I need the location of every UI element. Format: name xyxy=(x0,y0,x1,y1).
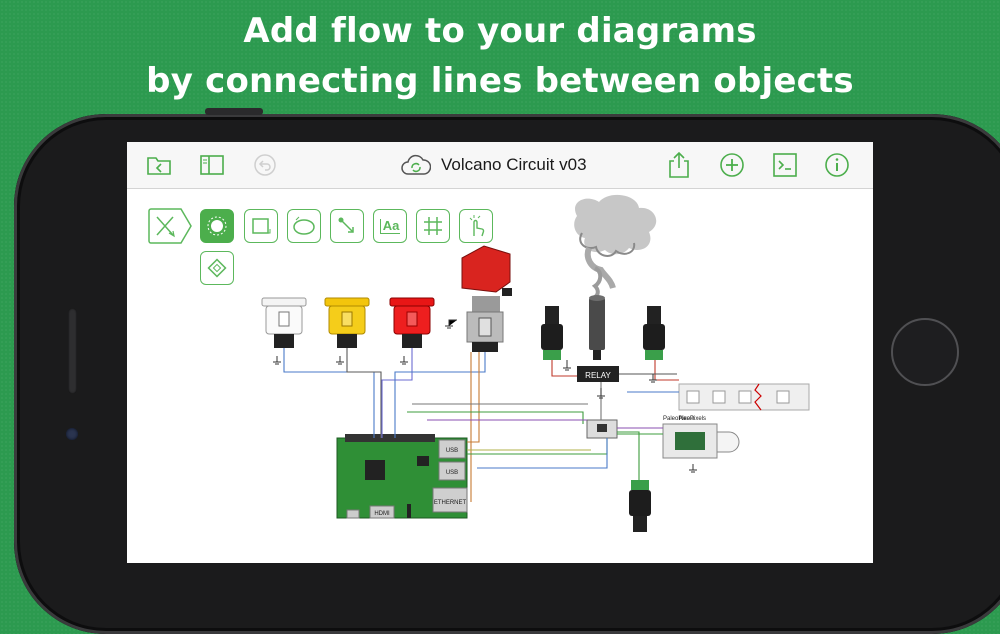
add-icon[interactable] xyxy=(718,151,746,179)
pi-port-usb-2: USB xyxy=(446,470,458,476)
pencil-ruler-tool[interactable] xyxy=(147,207,193,245)
diamond-tool[interactable] xyxy=(200,251,234,285)
neopixels-label: NeoPixels xyxy=(679,416,706,422)
arcade-button-white[interactable] xyxy=(261,297,307,348)
dc-jack-bottom[interactable] xyxy=(629,480,651,532)
pi-port-usb-1: USB xyxy=(446,448,458,454)
pi-port-ethernet: ETHERNET xyxy=(434,500,467,506)
circuit-diagram-canvas[interactable]: RELAY NeoPixels PaleoPixels xyxy=(127,188,873,563)
dc-jack-right[interactable] xyxy=(643,306,665,360)
ellipse-tool[interactable] xyxy=(287,209,321,243)
app-screen: Volcano Circuit v03 Aa xyxy=(127,142,873,563)
raspberry-pi-board[interactable]: USB USB ETHERNET HDMI xyxy=(336,434,468,519)
toggle-switch-red-cover[interactable] xyxy=(461,245,512,352)
top-toolbar: Volcano Circuit v03 xyxy=(127,142,873,189)
top-power-button[interactable] xyxy=(205,108,263,115)
console-icon[interactable] xyxy=(771,151,799,179)
headline-line-2: by connecting lines between objects xyxy=(146,61,854,101)
paleopixels-module[interactable]: PaleoPixels xyxy=(662,416,740,459)
headline-line-1: Add flow to your diagrams xyxy=(243,11,757,51)
ground-symbols xyxy=(273,319,697,473)
folder-back-icon[interactable] xyxy=(145,151,173,179)
junction-chip xyxy=(597,424,607,432)
home-button[interactable] xyxy=(891,318,959,386)
speaker-grille xyxy=(68,308,77,394)
relay-module[interactable]: RELAY xyxy=(577,366,619,382)
select-tool[interactable] xyxy=(200,209,234,243)
front-camera xyxy=(66,428,78,440)
crop-grid-tool[interactable] xyxy=(416,209,450,243)
relay-label: RELAY xyxy=(585,371,611,380)
neopixels-strip[interactable]: NeoPixels xyxy=(678,383,810,422)
undo-icon[interactable] xyxy=(251,151,279,179)
touch-tool[interactable] xyxy=(459,209,493,243)
connection-wires[interactable] xyxy=(283,348,679,502)
text-tool-label: Aa xyxy=(379,218,401,234)
sidebar-icon[interactable] xyxy=(198,151,226,179)
dc-jack-left[interactable] xyxy=(541,306,563,360)
connector-line-tool[interactable] xyxy=(330,209,364,243)
text-tool[interactable]: Aa xyxy=(373,209,407,243)
pi-cpu-chip xyxy=(365,460,385,480)
info-icon[interactable] xyxy=(823,151,851,179)
share-icon[interactable] xyxy=(665,151,693,179)
cloud-sync-icon xyxy=(401,154,431,175)
document-title[interactable]: Volcano Circuit v03 xyxy=(441,155,587,174)
arcade-button-yellow[interactable] xyxy=(324,297,370,348)
paleopixels-label: PaleoPixels xyxy=(663,416,694,422)
fog-tube xyxy=(589,295,605,360)
pi-port-hdmi: HDMI xyxy=(374,511,390,517)
smoke-illustration xyxy=(574,194,657,300)
arcade-button-red[interactable] xyxy=(389,297,435,348)
rectangle-tool[interactable] xyxy=(244,209,278,243)
